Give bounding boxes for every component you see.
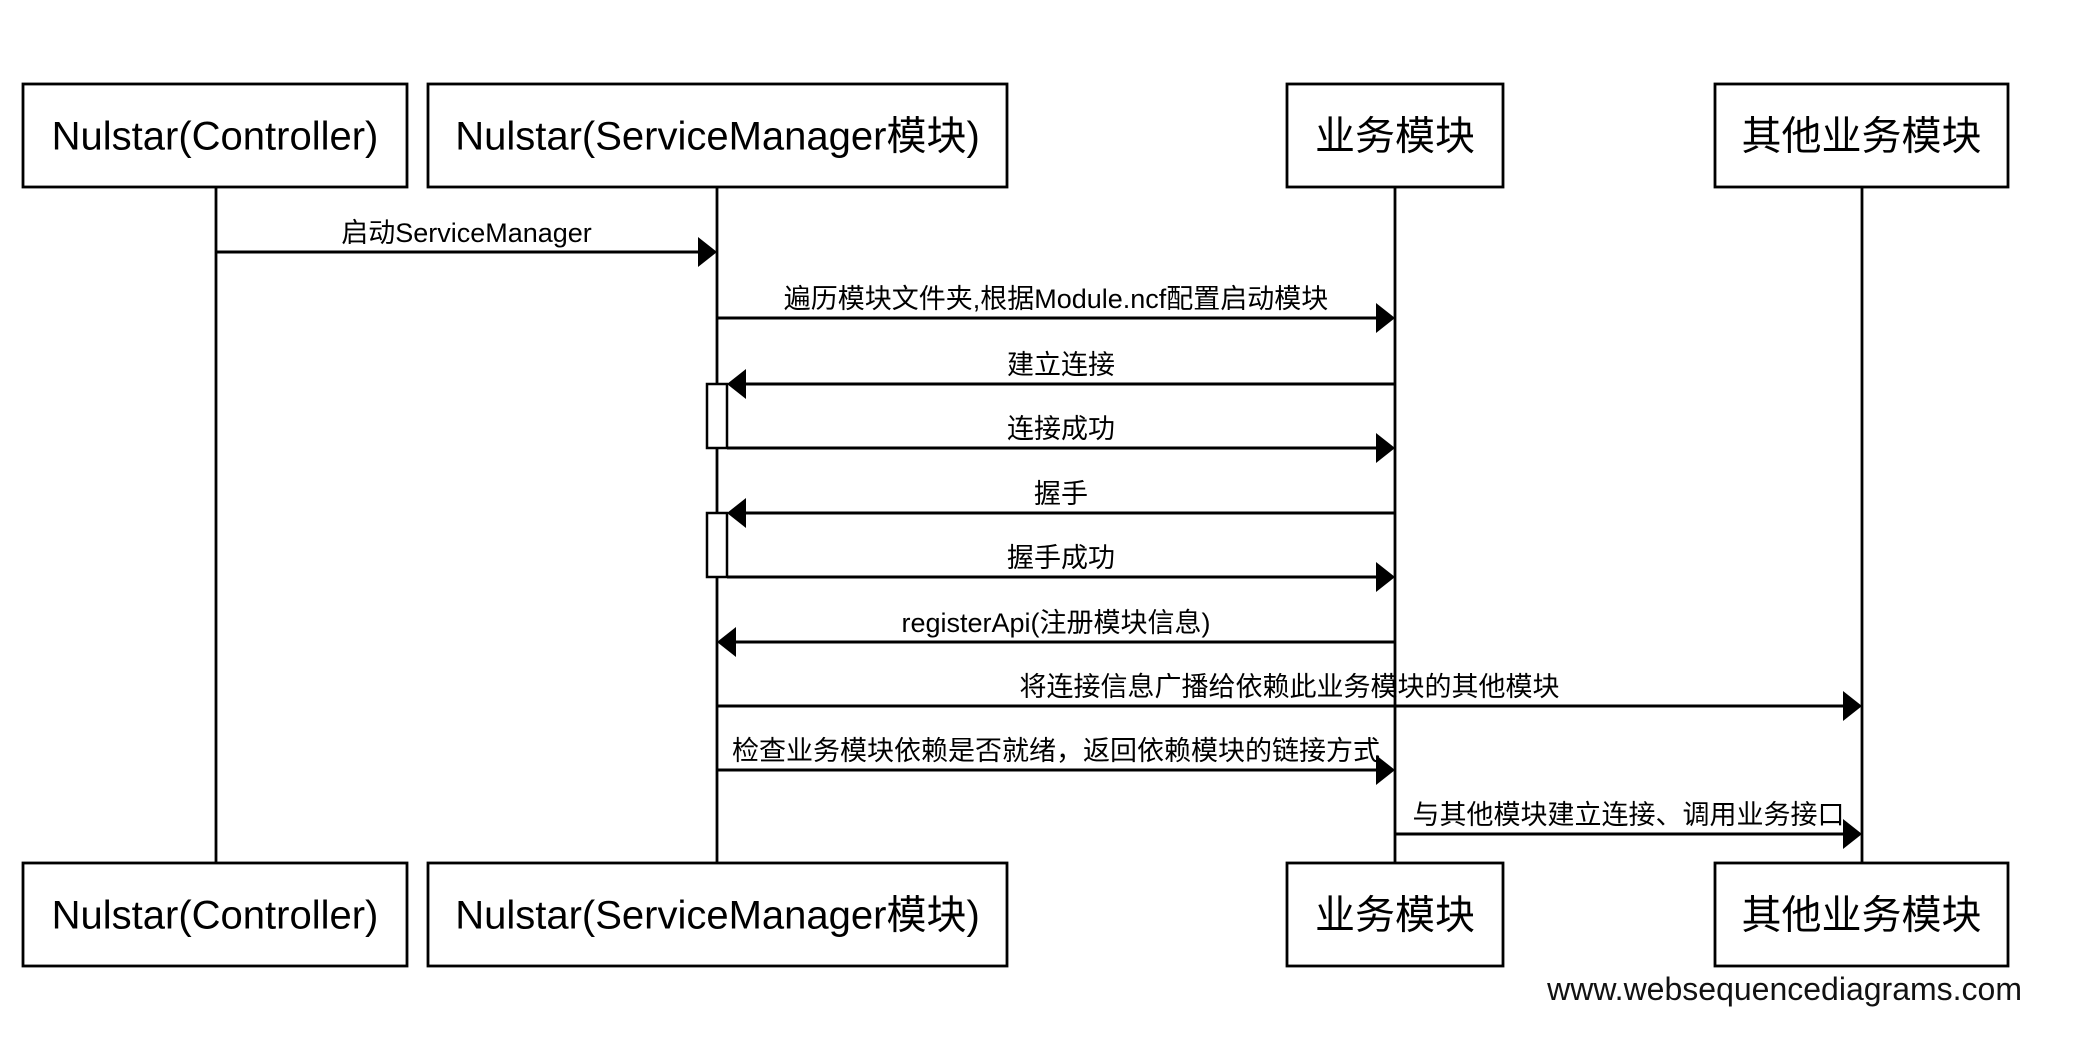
message-label: 连接成功 [1007,414,1115,444]
message-arrowhead [1843,819,1862,849]
participant-box-bottom-service-manager [426,861,1009,968]
message-arrowhead [727,498,746,528]
activation-bar [705,382,729,450]
participant-label-top-other-business-module: 其他业务模块 [1742,115,1982,159]
message-arrowhead [1376,303,1395,333]
participant-label-bottom-controller: Nulstar(Controller) [52,894,379,938]
message-label: 握手 [1034,479,1088,509]
message-label: 握手成功 [1007,543,1115,573]
message-arrowhead [698,237,717,267]
participant-box-bottom-other-business-module [1713,861,2010,968]
participant-label-top-service-manager: Nulstar(ServiceManager模块) [455,115,980,159]
watermark: www.websequencediagrams.com [1546,971,2022,1007]
participant-box-bottom-controller [21,861,409,968]
message-label: 与其他模块建立连接、调用业务接口 [1413,800,1845,830]
message-label: registerApi(注册模块信息) [901,608,1210,638]
message-arrowhead [1376,433,1395,463]
participant-box-top-controller [21,82,409,189]
participant-box-bottom-business-module [1285,861,1505,968]
message-label: 启动ServiceManager [341,218,592,248]
participant-label-bottom-business-module: 业务模块 [1315,894,1475,938]
message-arrowhead [1843,691,1862,721]
participant-box-top-service-manager [426,82,1009,189]
message-arrowhead [1376,755,1395,785]
message-label: 检查业务模块依赖是否就绪，返回依赖模块的链接方式 [732,736,1380,766]
participant-label-top-controller: Nulstar(Controller) [52,115,379,159]
message-label: 遍历模块文件夹,根据Module.ncf配置启动模块 [784,284,1329,314]
participant-label-bottom-other-business-module: 其他业务模块 [1742,894,1982,938]
message-arrowhead [1376,562,1395,592]
participant-label-top-business-module: 业务模块 [1315,115,1475,159]
message-arrowhead [727,369,746,399]
message-label: 将连接信息广播给依赖此业务模块的其他模块 [1020,672,1560,702]
participant-label-bottom-service-manager: Nulstar(ServiceManager模块) [455,894,980,938]
diagram-built-content: 启动ServiceManager 遍历模块文件夹,根据Module.ncf配置启动… [21,82,2010,968]
activation-bar [705,511,729,579]
message-arrowhead [717,627,736,657]
participant-box-top-business-module [1285,82,1505,189]
participant-box-top-other-business-module [1713,82,2010,189]
message-label: 建立连接 [1007,350,1115,380]
